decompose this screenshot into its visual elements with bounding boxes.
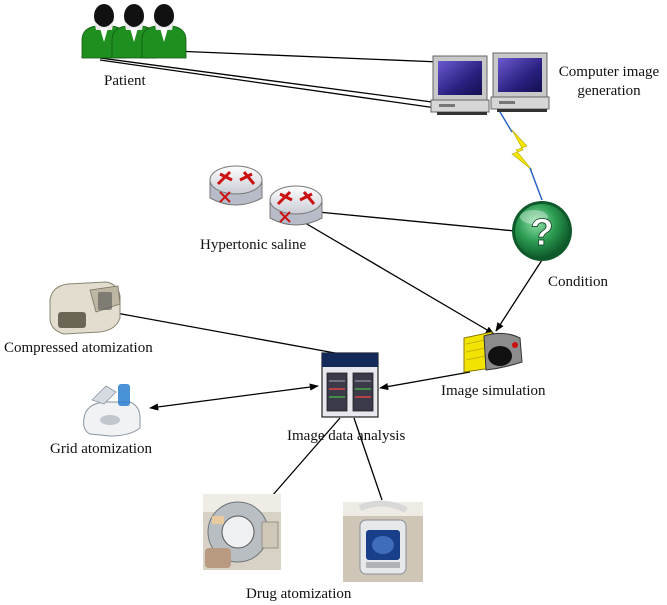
scanner-icon: [463, 331, 523, 373]
mesh-nebulizer-icon: [83, 384, 141, 437]
edge-simulation-analysis: [379, 371, 471, 391]
edge-analysis-drug-left: [271, 417, 341, 497]
computer-label-line2: generation: [577, 83, 641, 99]
drug-device-photo-left: [203, 494, 281, 570]
drug-label: Drug atomization: [246, 586, 352, 602]
condition-glyph: ?: [530, 212, 553, 254]
compressor-nebulizer-icon: [49, 281, 121, 335]
server-rack-icon: [321, 352, 379, 418]
wireless-link-icon: [493, 101, 543, 201]
computer-workstations-icon: [430, 52, 550, 115]
edge-patient-computer-3: [99, 59, 437, 109]
grid-label: Grid atomization: [50, 441, 153, 457]
question-mark-icon: ?: [512, 201, 572, 261]
compressed-label: Compressed atomization: [4, 340, 153, 356]
atomizer-device-photo-icon: [203, 494, 423, 582]
edge-patient-computer-1: [149, 49, 441, 63]
edge-saline-condition: [317, 211, 516, 232]
router-icon: [209, 165, 323, 226]
drug-device-photo-right: [343, 500, 423, 582]
person-group-icon: [81, 4, 187, 59]
edge-condition-simulation: [495, 259, 543, 332]
edge-compressed-analysis: [115, 312, 347, 356]
edge-analysis-grid: [149, 383, 319, 411]
saline-label: Hypertonic saline: [200, 237, 307, 253]
computer-label-line1: Computer image: [558, 64, 660, 80]
edge-analysis-drug-right: [353, 417, 383, 501]
condition-label: Condition: [548, 274, 609, 290]
simulation-label: Image simulation: [441, 383, 546, 399]
analysis-label: Image data analysis: [287, 428, 406, 444]
patient-label: Patient: [104, 73, 146, 89]
edge-patient-computer-2: [99, 57, 433, 103]
connector-lines: [99, 49, 543, 501]
edge-saline-simulation: [299, 219, 495, 335]
